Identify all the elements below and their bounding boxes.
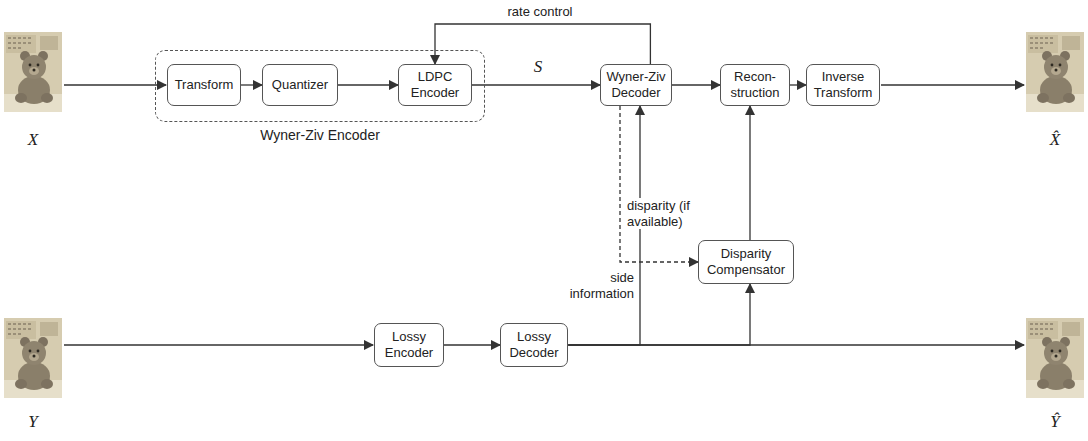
- image-label: Y: [13, 412, 53, 432]
- signal-line: [64, 344, 373, 345]
- output-image: [1026, 32, 1084, 112]
- box-label: Inverse Transform: [811, 69, 875, 100]
- dashed-connector: [620, 106, 698, 262]
- box-label: Disparity Compensator: [703, 246, 789, 277]
- output-image: [1026, 318, 1084, 398]
- process-box: Transform: [167, 64, 241, 106]
- signal-line: [881, 84, 1024, 85]
- group-label: Wyner-Ziv Encoder: [156, 127, 484, 144]
- connector-arrow: [444, 344, 500, 345]
- connector-arrow: [472, 84, 600, 85]
- box-label: LDPC Encoder: [403, 69, 467, 100]
- edge-label: side information: [548, 270, 634, 301]
- encoder-group: Wyner-Ziv EncoderTransformQuantizerLDPC …: [155, 50, 485, 122]
- connector-arrow: [435, 24, 650, 64]
- edge-label: rate control: [500, 4, 580, 20]
- connector-arrow: [672, 84, 720, 85]
- connector-arrow: [338, 84, 398, 85]
- edge-label: S: [528, 58, 548, 77]
- box-label: Wyner-Ziv Decoder: [605, 69, 667, 100]
- process-box: Quantizer: [262, 64, 338, 106]
- box-label: Lossy Encoder: [379, 329, 439, 360]
- process-box: LDPC Encoder: [398, 64, 472, 106]
- input-image: [4, 32, 62, 112]
- process-box: Lossy Decoder: [500, 323, 568, 367]
- process-box: Disparity Compensator: [698, 240, 794, 284]
- box-label: Transform: [175, 77, 234, 93]
- process-box: Inverse Transform: [806, 64, 880, 106]
- edge-label: disparity (if available): [627, 198, 717, 229]
- box-label: Quantizer: [272, 77, 328, 93]
- process-box: Lossy Encoder: [374, 323, 444, 367]
- input-image: [4, 318, 62, 398]
- box-label: Recon- struction: [725, 69, 785, 100]
- image-label: Ŷ: [1035, 412, 1075, 432]
- connector-arrow: [790, 84, 806, 85]
- signal-line: [64, 84, 166, 85]
- image-label: X̂: [1035, 130, 1075, 150]
- connector-arrow: [749, 106, 750, 240]
- box-label: Lossy Decoder: [505, 329, 563, 360]
- process-box: Wyner-Ziv Decoder: [600, 64, 672, 106]
- connector-arrow: [241, 84, 262, 85]
- image-label: X: [13, 130, 53, 150]
- process-box: Recon- struction: [720, 64, 790, 106]
